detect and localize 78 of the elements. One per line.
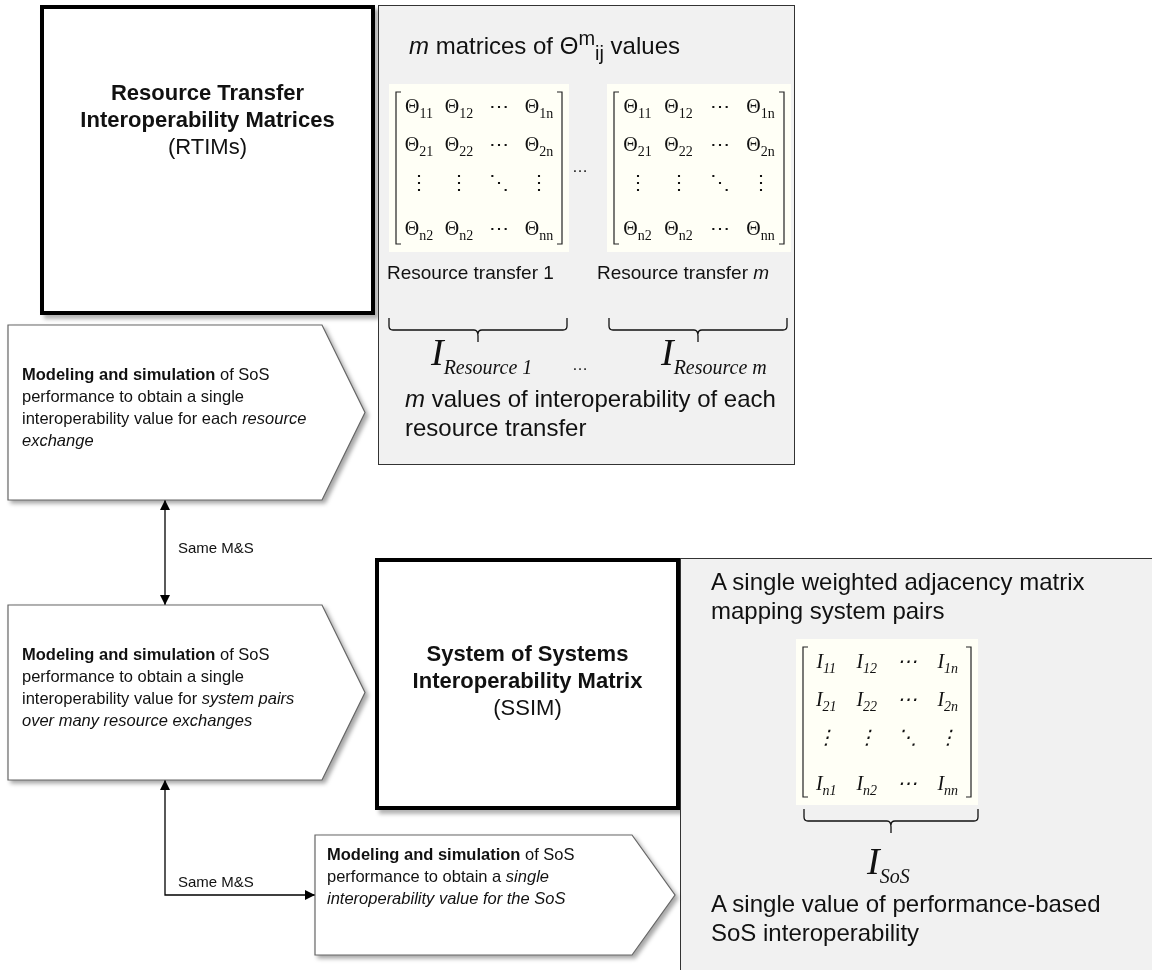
- matrix-entry: ⋮: [815, 725, 838, 749]
- matrix-entry: ⋯: [896, 649, 919, 673]
- matrix-entry: ⋮: [626, 170, 649, 194]
- matrix-entry: I$_{22}$: [855, 687, 879, 716]
- matrix-entry: ⋯: [488, 94, 510, 118]
- matrix-entry: ⋱: [896, 725, 919, 749]
- matrix-entry: Θ$_{n2}$: [622, 216, 653, 245]
- matrix-entry: ⋮: [448, 170, 470, 194]
- matrix-entry: I$_{n1}$: [814, 771, 838, 800]
- matrix-caption: Resource transfer 1: [387, 262, 554, 284]
- matrix-entry: I$_{n2}$: [855, 771, 879, 800]
- content-panel: [378, 5, 795, 465]
- matrix-entry: Θ$_{n2}$: [443, 216, 475, 245]
- matrix: [607, 84, 791, 252]
- matrix-entry: I$_{21}$: [814, 687, 838, 716]
- description-text: A single value of performance-based SoS interoperability: [711, 889, 1102, 947]
- matrix-entry: ⋱: [708, 170, 731, 194]
- matrix-entry: ⋯: [896, 687, 919, 711]
- chevron-box: [8, 325, 365, 500]
- description-text: Modeling and simulation of SoS performance to obtain a single interoperability value for each resource exchange: [22, 364, 308, 451]
- matrix-entry: I$_{1n}$: [936, 649, 960, 678]
- title-box: [375, 558, 680, 810]
- description-text: Modeling and simulation of SoS performance to obtain a single interoperability value for system pairs over many resource exchanges: [22, 644, 296, 731]
- matrix-entry: ⋯: [488, 132, 510, 156]
- matrix-entry: ⋱: [488, 170, 510, 194]
- matrix: [796, 639, 978, 805]
- matrix-entry: ⋯: [708, 94, 731, 118]
- ellipsis: …: [572, 158, 590, 176]
- matrix-entry: Θ$_{n2}$: [403, 216, 435, 245]
- subtitle-text: (RTIMs): [168, 133, 247, 160]
- description-text: Modeling and simulation of SoS performance to obtain a single interoperability value for the SoS: [327, 844, 576, 909]
- matrix: [389, 84, 569, 252]
- matrix-entry: Θ$_{21}$: [622, 132, 653, 161]
- matrix-entry: ⋯: [708, 132, 731, 156]
- title-text: Resource Transfer Interoperability Matrices: [79, 79, 336, 133]
- matrix-entry: Θ$_{n2}$: [663, 216, 694, 245]
- matrix-entry: I$_{12}$: [855, 649, 879, 678]
- matrix-entry: ⋮: [408, 170, 430, 194]
- matrix-entry: ⋮: [667, 170, 690, 194]
- matrix-entry: I$_{2n}$: [936, 687, 960, 716]
- matrix-entry: Θ$_{nn}$: [745, 216, 776, 245]
- matrix-entry: ⋯: [708, 216, 731, 240]
- ellipsis: …: [572, 356, 590, 374]
- matrix-caption: Resource transfer m: [597, 262, 770, 284]
- matrix-entry: Θ$_{21}$: [403, 132, 435, 161]
- matrix-entry: ⋯: [488, 216, 510, 240]
- matrix-entry: Θ$_{22}$: [443, 132, 475, 161]
- matrix-entry: Θ$_{2n}$: [745, 132, 776, 161]
- description-text: A single weighted adjacency matrix mapping system pairs: [711, 567, 1086, 625]
- matrix-entry: I$_{nn}$: [936, 771, 960, 800]
- matrix-entry: I$_{11}$: [815, 649, 838, 678]
- title-box: [40, 5, 375, 315]
- matrix-entry: Θ$_{1n}$: [745, 94, 776, 123]
- connector-arrow: [160, 499, 170, 606]
- matrix-entry: Θ$_{nn}$: [523, 216, 555, 245]
- matrix-entry: ⋮: [855, 725, 878, 749]
- connector-arrow: [160, 779, 316, 900]
- subtitle-text: (SSIM): [493, 694, 562, 721]
- math-label: I$_{Resource 1}$: [431, 332, 533, 380]
- matrix-entry: Θ$_{22}$: [663, 132, 694, 161]
- matrix-entry: Θ$_{1n}$: [523, 94, 555, 123]
- matrix-entry: ⋮: [528, 170, 550, 194]
- chevron-box: [315, 835, 675, 955]
- title-text: System of Systems Interoperability Matrix: [411, 640, 644, 694]
- matrix-entry: ⋮: [749, 170, 772, 194]
- description-text: m matrices of Θ$^{m}$$_{ij}$ values: [409, 26, 681, 66]
- matrix-entry: Θ$_{12}$: [443, 94, 475, 123]
- matrix-entry: ⋯: [896, 771, 919, 795]
- matrix-entry: Θ$_{12}$: [663, 94, 694, 123]
- content-panel: [680, 558, 1152, 970]
- chevron-box: [8, 605, 365, 780]
- math-label: I$_{SoS}$: [867, 841, 910, 889]
- description-text: m values of interoperability of each resource transfer: [405, 384, 777, 442]
- math-label: I$_{Resource m}$: [661, 332, 767, 380]
- matrix-entry: Θ$_{11}$: [404, 94, 434, 123]
- matrix-entry: Θ$_{11}$: [622, 94, 653, 123]
- matrix-entry: ⋮: [936, 725, 959, 749]
- matrix-entry: Θ$_{2n}$: [523, 132, 555, 161]
